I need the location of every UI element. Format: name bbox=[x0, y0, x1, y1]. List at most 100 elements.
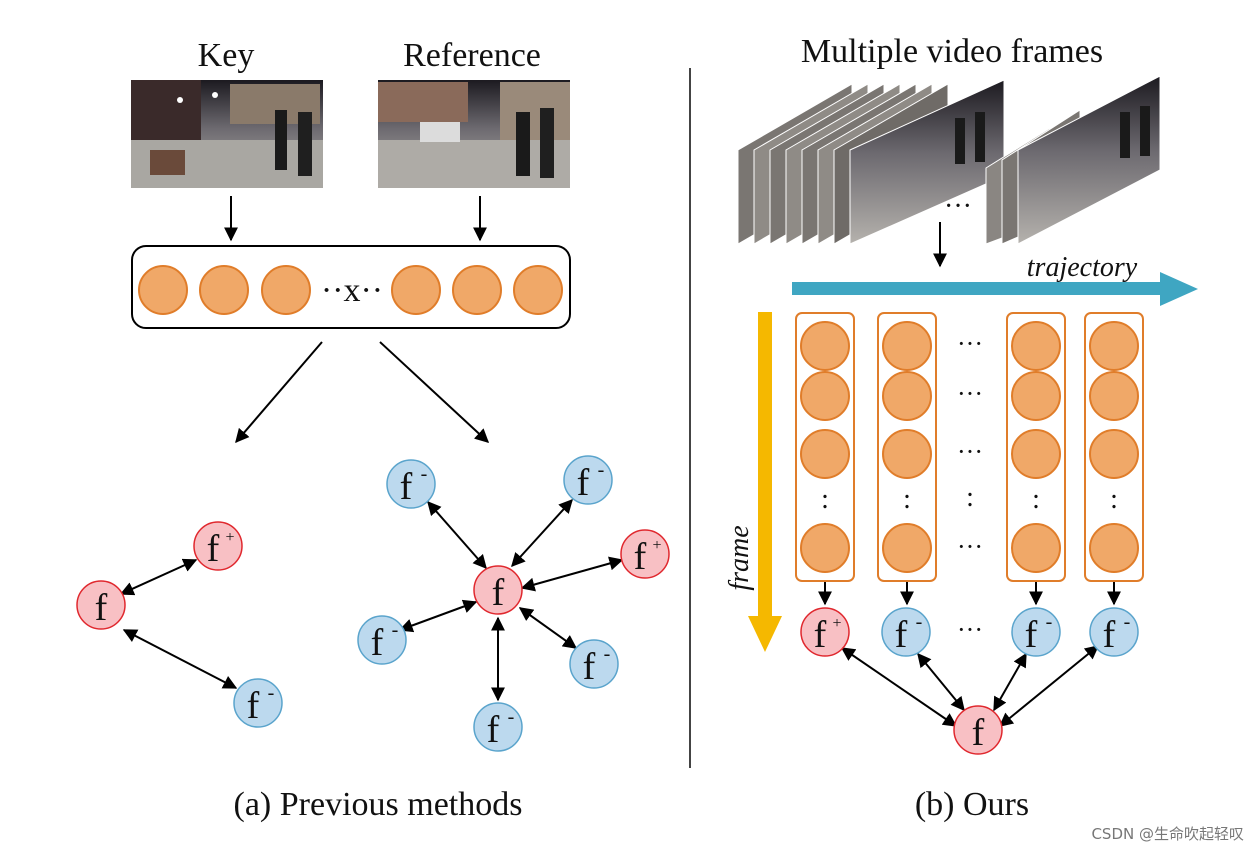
negative-label: f bbox=[247, 685, 260, 727]
feature-circle bbox=[882, 523, 932, 573]
feature-circle bbox=[452, 265, 502, 315]
key-feature-circles bbox=[138, 265, 311, 315]
feature-circle bbox=[513, 265, 563, 315]
column-ellipses: ··· ··· ··· : ··· ··· bbox=[957, 329, 983, 644]
watermark: CSDN @生命吹起轻叹 bbox=[1091, 825, 1244, 843]
feature-circle bbox=[882, 321, 932, 371]
negative-label: f bbox=[400, 466, 413, 508]
negative-label: f bbox=[895, 614, 908, 656]
column-down-arrows bbox=[818, 582, 1121, 606]
negative-node bbox=[473, 702, 523, 752]
feature-circle bbox=[1011, 321, 1061, 371]
trajectory-column bbox=[795, 312, 855, 582]
positive-label: f bbox=[814, 614, 827, 656]
multiple-frames-title: Multiple video frames bbox=[801, 33, 1103, 70]
negative-label: f bbox=[371, 622, 384, 664]
column-vdots: : bbox=[1032, 484, 1040, 515]
negative-node bbox=[357, 615, 407, 665]
pair-graph: f f + f - bbox=[76, 521, 283, 728]
negative-sup: - bbox=[1124, 611, 1131, 633]
caption-ours: (b) Ours bbox=[915, 786, 1029, 823]
frame-label: frame bbox=[724, 525, 755, 590]
feature-circle bbox=[1011, 371, 1061, 421]
negative-sup: - bbox=[1046, 611, 1053, 633]
positive-label: f bbox=[634, 536, 647, 578]
anchor-label: f bbox=[492, 572, 505, 614]
feature-circle bbox=[882, 429, 932, 479]
positive-label: f bbox=[207, 528, 220, 570]
negative-label: f bbox=[577, 462, 590, 504]
feature-circle bbox=[1011, 523, 1061, 573]
svg-text:···: ··· bbox=[957, 329, 983, 358]
positive-node bbox=[620, 529, 670, 579]
positive-node bbox=[800, 607, 850, 657]
negative-sup: - bbox=[916, 611, 923, 633]
cross-correlation-symbol: ··x·· bbox=[321, 272, 383, 309]
reference-frame-image bbox=[378, 80, 570, 188]
negative-node bbox=[881, 607, 931, 657]
negative-node bbox=[386, 459, 436, 509]
negative-sup: - bbox=[392, 619, 399, 641]
negative-label: f bbox=[487, 709, 500, 751]
svg-text::: : bbox=[966, 482, 974, 513]
video-frame-stack-right bbox=[985, 75, 1161, 245]
anchor-node bbox=[76, 580, 126, 630]
negative-sup: - bbox=[604, 643, 611, 665]
negative-sup: - bbox=[421, 463, 428, 485]
trajectory-label: trajectory bbox=[1027, 252, 1138, 283]
trajectory-arrow bbox=[792, 272, 1198, 306]
svg-text:···: ··· bbox=[957, 437, 983, 466]
feature-circle bbox=[800, 523, 850, 573]
reference-label: Reference bbox=[403, 37, 541, 74]
arrow-to-star-graph bbox=[379, 341, 490, 443]
positive-sup: + bbox=[832, 615, 841, 632]
caption-previous-methods: (a) Previous methods bbox=[234, 786, 523, 823]
column-vdots: : bbox=[1110, 484, 1118, 515]
feature-circle bbox=[1089, 321, 1139, 371]
arrow-to-pair-graph bbox=[235, 341, 323, 444]
positive-sup: + bbox=[225, 529, 234, 546]
key-label: Key bbox=[198, 37, 255, 74]
trajectory-feature-columns: :::: bbox=[795, 312, 1144, 582]
feature-circle bbox=[1089, 371, 1139, 421]
negative-label: f bbox=[583, 646, 596, 688]
column-vdots: : bbox=[821, 484, 829, 515]
video-frame-stack-left bbox=[737, 79, 1005, 245]
negative-label: f bbox=[1025, 614, 1038, 656]
anchor-node bbox=[473, 565, 523, 615]
anchor-node bbox=[953, 705, 1003, 755]
feature-circle bbox=[1089, 429, 1139, 479]
svg-text:···: ··· bbox=[957, 532, 983, 561]
feature-circle bbox=[1011, 429, 1061, 479]
trajectory-column bbox=[1006, 312, 1066, 582]
negative-sup: - bbox=[598, 459, 605, 481]
feature-circle bbox=[199, 265, 249, 315]
star-graph: f f - f - f + f - f - f - bbox=[357, 455, 670, 752]
positive-node bbox=[193, 521, 243, 571]
ref-feature-circles bbox=[391, 265, 563, 315]
svg-text:···: ··· bbox=[957, 615, 983, 644]
feature-circle bbox=[882, 371, 932, 421]
frames-ellipsis: ··· bbox=[944, 191, 972, 222]
feature-circle bbox=[800, 371, 850, 421]
negative-sup: - bbox=[508, 706, 515, 728]
feature-circle bbox=[261, 265, 311, 315]
feature-circle bbox=[391, 265, 441, 315]
negative-node bbox=[569, 639, 619, 689]
anchor-label: f bbox=[972, 712, 985, 754]
key-frame-image bbox=[131, 80, 323, 188]
trajectory-column bbox=[1084, 312, 1144, 582]
negative-sup: - bbox=[268, 682, 275, 704]
negative-node bbox=[233, 678, 283, 728]
trajectory-column bbox=[877, 312, 937, 582]
frame-arrow bbox=[748, 312, 782, 652]
negative-node bbox=[563, 455, 613, 505]
negative-label: f bbox=[1103, 614, 1116, 656]
feature-circle bbox=[800, 429, 850, 479]
feature-vector-box bbox=[131, 245, 571, 329]
feature-circle bbox=[800, 321, 850, 371]
feature-circle bbox=[1089, 523, 1139, 573]
negative-node bbox=[1011, 607, 1061, 657]
column-vdots: : bbox=[903, 484, 911, 515]
svg-text:···: ··· bbox=[957, 379, 983, 408]
